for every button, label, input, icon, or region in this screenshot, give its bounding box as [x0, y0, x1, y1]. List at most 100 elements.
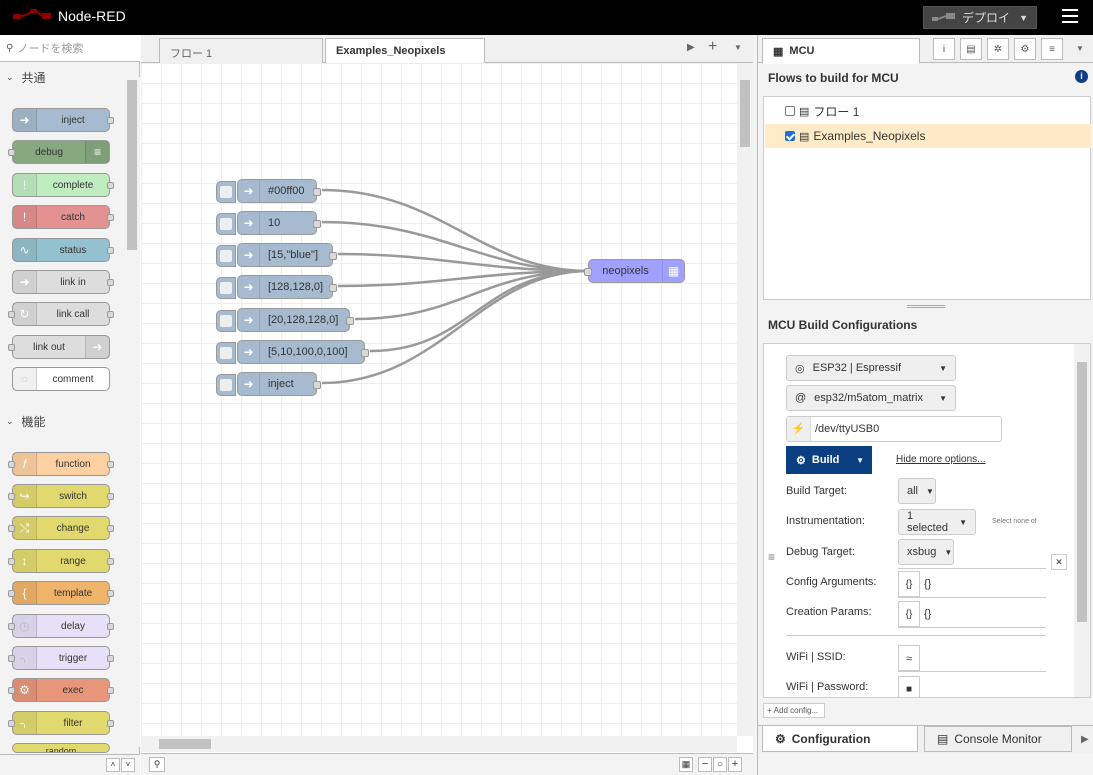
palette-node-trigger[interactable]: ⌍trigger [8, 646, 114, 670]
palette-category-common[interactable]: ⌄共通 [0, 64, 124, 90]
palette-node-exec[interactable]: ⚙exec [8, 678, 114, 702]
palette-node-comment[interactable]: ○comment [12, 367, 110, 391]
output-port[interactable] [361, 349, 369, 357]
palette-node-change[interactable]: ⤭change [8, 516, 114, 540]
palette-node-link-in[interactable]: ➜link in [12, 270, 114, 294]
config-scroll-thumb[interactable] [1077, 362, 1087, 622]
flow-checkbox[interactable] [785, 106, 795, 116]
flow-item-flow-1[interactable]: ▤フロー 1 [765, 99, 1091, 123]
creation-params-input[interactable]: {}{} [898, 600, 1046, 628]
inject-trigger-button[interactable] [216, 213, 236, 235]
palette-node-filter[interactable]: ⌍filter [8, 711, 114, 735]
inject-trigger-button[interactable] [216, 342, 236, 364]
palette-node-random[interactable]: random [12, 743, 110, 753]
scroll-tabs-right-icon[interactable]: ▶ [1081, 734, 1089, 745]
map-icon[interactable]: ▦ [679, 757, 693, 772]
hamburger-menu-icon[interactable] [1062, 9, 1078, 23]
inject-node-pixel-rgb[interactable]: ➜[20,128,128,0] [216, 308, 354, 332]
debug-target-select[interactable]: xsbug▼ [898, 539, 954, 565]
inject-trigger-button[interactable] [216, 277, 236, 299]
sidebar-menu-caret-icon[interactable]: ▼ [1076, 44, 1084, 53]
palette-search-input[interactable]: ノードを検索 [17, 43, 84, 55]
zoom-out-icon[interactable]: − [698, 757, 712, 772]
palette-node-debug[interactable]: debug≡ [8, 140, 110, 164]
canvas-vscrollbar[interactable] [737, 63, 753, 736]
output-port[interactable] [329, 252, 337, 260]
tab-configuration[interactable]: ⚙Configuration [762, 726, 918, 752]
inject-node-blue[interactable]: ➜[15,"blue"] [216, 243, 337, 267]
flow-item-examples-neopixels[interactable]: ▤Examples_Neopixels [765, 124, 1091, 148]
config-arguments-input[interactable]: {}{} [898, 570, 1046, 598]
inject-node-number[interactable]: ➜10 [216, 211, 321, 235]
tab-console-monitor[interactable]: ▤Console Monitor [924, 726, 1072, 752]
board-select[interactable]: @esp32/m5atom_matrix▼ [786, 385, 956, 411]
tab-mcu[interactable]: ▦MCU [762, 38, 920, 64]
output-port[interactable] [329, 284, 337, 292]
palette-node-link-out[interactable]: link out➜ [8, 335, 110, 359]
palette-node-template[interactable]: {template [8, 581, 114, 605]
instrumentation-select[interactable]: 1 selected▼ [898, 509, 976, 535]
inject-trigger-button[interactable] [216, 245, 236, 267]
palette-node-inject[interactable]: ➜inject [12, 108, 114, 132]
scroll-tabs-right-icon[interactable]: ▶ [687, 42, 695, 53]
inject-trigger-button[interactable] [216, 310, 236, 332]
palette-scroll-thumb[interactable] [127, 80, 137, 250]
palette-node-switch[interactable]: ↪switch [8, 484, 114, 508]
palette-node-catch[interactable]: !catch [12, 205, 114, 229]
neopixels-node[interactable]: neopixels ▦ [584, 259, 685, 283]
output-port[interactable] [313, 220, 321, 228]
palette-node-range[interactable]: ↕range [8, 549, 114, 573]
palette-node-status[interactable]: ∿status [12, 238, 114, 262]
caret-down-icon[interactable]: ▼ [1019, 12, 1028, 23]
add-config-button[interactable]: +Add config... [763, 703, 825, 718]
output-port[interactable] [313, 381, 321, 389]
inject-node-rgb[interactable]: ➜[128,128,0] [216, 275, 337, 299]
gear-icon[interactable]: ⚙ [1014, 38, 1036, 60]
tab-menu-caret-icon[interactable]: ▼ [734, 43, 742, 52]
zoom-in-icon[interactable]: + [728, 757, 742, 772]
info-circle-icon[interactable]: i [1075, 70, 1088, 83]
panel-resize-handle[interactable] [907, 305, 945, 308]
drag-handle-icon[interactable]: ≡ [768, 550, 776, 564]
tab-flow-1[interactable]: フロー 1 [159, 38, 323, 64]
caret-down-icon[interactable]: ▼ [856, 455, 864, 465]
remove-config-icon[interactable]: ✕ [1051, 554, 1067, 570]
canvas-hscroll-thumb[interactable] [159, 739, 211, 749]
output-port[interactable] [313, 188, 321, 196]
deploy-button[interactable]: デプロイ ▼ [923, 6, 1037, 29]
book-icon[interactable]: ▤ [960, 38, 982, 60]
platform-select[interactable]: ◎ESP32 | Espressif▼ [786, 355, 956, 381]
build-button[interactable]: ⚙Build▼ [786, 446, 872, 474]
palette-node-link-call[interactable]: ↻link call [8, 302, 114, 326]
inject-trigger-button[interactable] [216, 374, 236, 396]
expand-all-icon[interactable]: ˅ [121, 758, 135, 772]
input-port[interactable] [584, 268, 592, 276]
palette-node-delay[interactable]: ◷delay [8, 614, 114, 638]
canvas-vscroll-thumb[interactable] [740, 80, 750, 147]
add-flow-icon[interactable]: + [708, 38, 718, 55]
info-icon[interactable]: i [933, 38, 955, 60]
port-input[interactable]: ⚡/dev/ttyUSB0 [786, 416, 1002, 442]
flow-checkbox[interactable] [785, 131, 795, 141]
inject-node-green[interactable]: ➜#00ff00 [216, 179, 321, 203]
tab-examples-neopixels[interactable]: Examples_Neopixels [325, 38, 485, 64]
search-icon[interactable]: ⚲ [149, 757, 165, 772]
zoom-reset-icon[interactable]: ○ [713, 757, 727, 772]
hide-options-link[interactable]: Hide more options... [896, 454, 986, 465]
palette-search[interactable]: ⚲ ノードを検索 [0, 35, 140, 62]
palette-node-complete[interactable]: !complete [12, 173, 114, 197]
inject-trigger-button[interactable] [216, 181, 236, 203]
palette-category-function[interactable]: ⌄機能 [0, 408, 124, 434]
inject-node-default[interactable]: ➜inject [216, 372, 321, 396]
sidebar-separator[interactable] [753, 35, 757, 775]
build-target-select[interactable]: all▼ [898, 478, 936, 504]
bug-icon[interactable]: ✲ [987, 38, 1009, 60]
collapse-all-icon[interactable]: ˄ [106, 758, 120, 772]
output-port[interactable] [346, 317, 354, 325]
flow-canvas[interactable]: ➜#00ff00 ➜10 ➜[15,"blue"] ➜[128,128,0] ➜… [141, 63, 737, 736]
canvas-hscrollbar[interactable] [141, 736, 737, 752]
inject-node-array[interactable]: ➜[5,10,100,0,100] [216, 340, 369, 364]
wifi-ssid-input[interactable]: ≈ [898, 644, 1046, 672]
wifi-password-input[interactable]: ■ [898, 675, 1046, 697]
